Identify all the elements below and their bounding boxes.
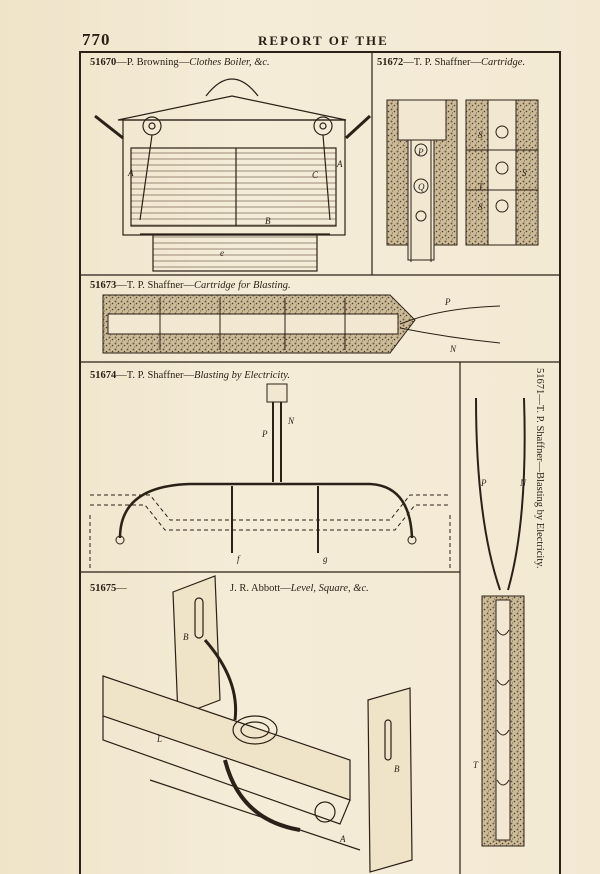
inventor-name: T. P. Shaffner	[126, 370, 184, 381]
figure-title: Blasting by Electricity.	[194, 370, 290, 381]
inventor-name: T. P. Shaffner	[413, 57, 471, 68]
fig-51673-label: P	[444, 297, 451, 307]
fig-51672-label: Q	[418, 182, 425, 192]
figure-number: 51671	[534, 368, 545, 395]
figure-title: Level, Square, &c.	[290, 583, 369, 594]
fig-51674-label: f	[237, 554, 241, 564]
fig-51674-label: P	[261, 429, 268, 439]
fig-51670-label: e	[220, 248, 224, 258]
fig-51675-label: B	[183, 632, 189, 642]
figure-title: Cartridge.	[481, 57, 526, 68]
fig-51670-label: A	[127, 168, 134, 178]
figure-number: 51670	[90, 57, 117, 68]
figure-title: Clothes Boiler, &c.	[189, 57, 270, 68]
fig-51672-label: T	[478, 182, 484, 192]
fig-51671-label: P	[480, 478, 487, 488]
figure-caption-51675-title: J. R. Abbott—Level, Square, &c.	[230, 583, 369, 594]
figure-caption-51671: 51671—T. P. Shaffner—Blasting by Electri…	[534, 368, 545, 569]
figure-title: Cartridge for Blasting.	[194, 280, 291, 291]
figure-51672-drawing	[386, 99, 539, 262]
figure-51673-drawing	[102, 294, 501, 354]
figure-number: 51673	[90, 280, 117, 291]
fig-51675-label: L	[156, 734, 162, 744]
fig-51675-label: A	[339, 834, 346, 844]
fig-51675-label: B	[394, 764, 400, 774]
page-number: 770	[82, 30, 111, 49]
fig-51672-label: S	[478, 202, 483, 212]
fig-51670-label: C	[312, 170, 319, 180]
figure-51670-drawing	[94, 78, 372, 272]
running-title: REPORT OF THE	[258, 33, 389, 48]
fig-51671-label: T	[473, 760, 479, 770]
fig-51671-label: N	[519, 478, 527, 488]
inventor-name: P. Browning	[126, 57, 179, 68]
figure-caption-51674: 51674—T. P. Shaffner—Blasting by Electri…	[90, 370, 290, 381]
figure-caption-51672: 51672—T. P. Shaffner—Cartridge.	[377, 57, 526, 68]
figure-51671-drawing	[475, 397, 526, 847]
fig-51672-label: S	[478, 130, 483, 140]
fig-51670-label: A	[336, 159, 343, 169]
figure-caption-51670: 51670—P. Browning—Clothes Boiler, &c.	[90, 57, 270, 68]
figure-caption-51675-number: 51675—	[90, 583, 127, 594]
figure-51674-drawing	[89, 383, 451, 568]
inventor-name: J. R. Abbott	[230, 583, 281, 594]
fig-51670-label: B	[265, 216, 271, 226]
figure-title: Blasting by Electricity.	[534, 472, 545, 569]
figure-caption-51673: 51673—T. P. Shaffner—Cartridge for Blast…	[90, 280, 291, 291]
fig-51674-label: g	[323, 554, 328, 564]
inventor-name: T. P. Shaffner	[534, 404, 545, 462]
fig-51672-label: S	[522, 168, 527, 178]
figure-51675-drawing	[102, 575, 413, 873]
plate-frame	[79, 51, 561, 874]
figure-number: 51672	[377, 57, 404, 68]
figure-number: 51675	[90, 583, 117, 594]
fig-51673-label: N	[449, 344, 457, 354]
page-header: 770 REPORT OF THE	[82, 30, 562, 50]
figure-number: 51674	[90, 370, 117, 381]
inventor-name: T. P. Shaffner	[126, 280, 184, 291]
fig-51672-label: P	[417, 147, 424, 157]
fig-51674-label: N	[287, 416, 295, 426]
